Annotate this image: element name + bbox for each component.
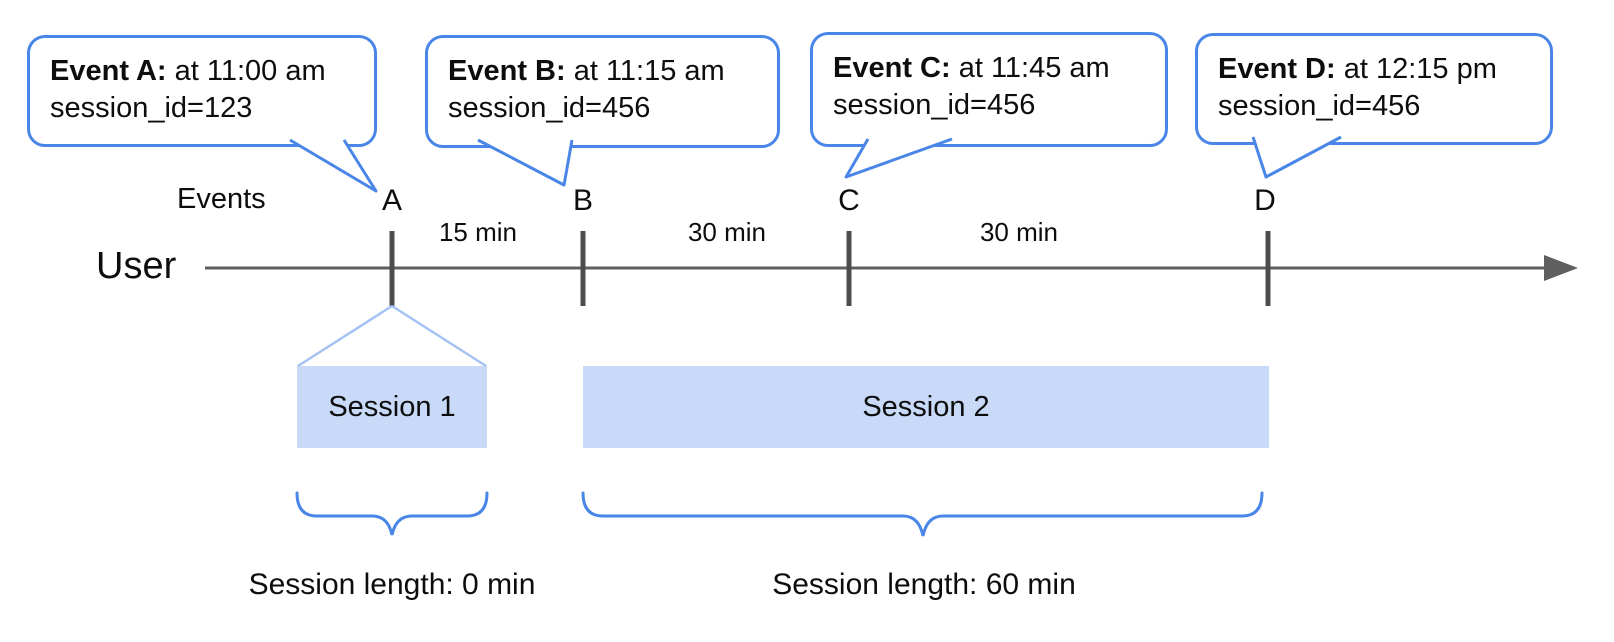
event-d-title: Event D: xyxy=(1218,53,1336,85)
event-marker-a: A xyxy=(381,184,403,217)
event-a-callout-line1: Event A: at 11:00 am xyxy=(50,53,364,90)
event-marker-c: C xyxy=(838,184,860,217)
session-1-label: Session 1 xyxy=(328,390,456,423)
event-marker-d: D xyxy=(1254,184,1276,217)
event-c-callout-line1: Event C: at 11:45 am xyxy=(833,50,1155,87)
session-2-box: Session 2 xyxy=(583,366,1269,448)
event-c-session-id: session_id=456 xyxy=(833,89,1036,121)
event-c-title: Event C: xyxy=(833,52,951,84)
event-c-time: at 11:45 am xyxy=(958,52,1110,84)
event-b-callout: Event B: at 11:15 am session_id=456 xyxy=(425,35,780,148)
session-2-length-label: Session length: 60 min xyxy=(772,568,1076,601)
events-row-label: Events xyxy=(177,183,266,215)
event-marker-b: B xyxy=(572,184,594,217)
timeline-arrowhead-icon xyxy=(1544,255,1578,281)
event-a-callout: Event A: at 11:00 am session_id=123 xyxy=(27,35,377,147)
event-a-time: at 11:00 am xyxy=(174,55,326,87)
event-d-time: at 12:15 pm xyxy=(1343,53,1497,85)
session-2-brace xyxy=(581,491,1264,537)
event-b-time: at 11:15 am xyxy=(573,55,725,87)
session-1-box: Session 1 xyxy=(297,366,487,448)
event-b-session-id: session_id=456 xyxy=(448,92,651,124)
session-2-label: Session 2 xyxy=(862,390,990,423)
user-row-label: User xyxy=(96,245,177,287)
event-a-callout-tail xyxy=(289,138,378,193)
interval-b-c: 30 min xyxy=(687,217,767,247)
session-1-brace xyxy=(295,491,489,536)
interval-c-d: 30 min xyxy=(979,217,1059,247)
event-d-callout-line1: Event D: at 12:15 pm xyxy=(1218,51,1540,88)
session-1-length-label: Session length: 0 min xyxy=(248,568,536,601)
event-b-callout-line1: Event B: at 11:15 am xyxy=(448,53,767,90)
event-c-callout: Event C: at 11:45 am session_id=456 xyxy=(810,32,1168,147)
event-d-session-id: session_id=456 xyxy=(1218,90,1421,122)
session-1-funnel-right xyxy=(391,304,487,368)
event-b-title: Event B: xyxy=(448,55,566,87)
event-a-title: Event A: xyxy=(50,55,167,87)
event-d-callout: Event D: at 12:15 pm session_id=456 xyxy=(1195,33,1553,145)
event-a-session-id: session_id=123 xyxy=(50,92,253,124)
session-1-funnel-left xyxy=(297,304,393,368)
interval-a-b: 15 min xyxy=(438,217,518,247)
